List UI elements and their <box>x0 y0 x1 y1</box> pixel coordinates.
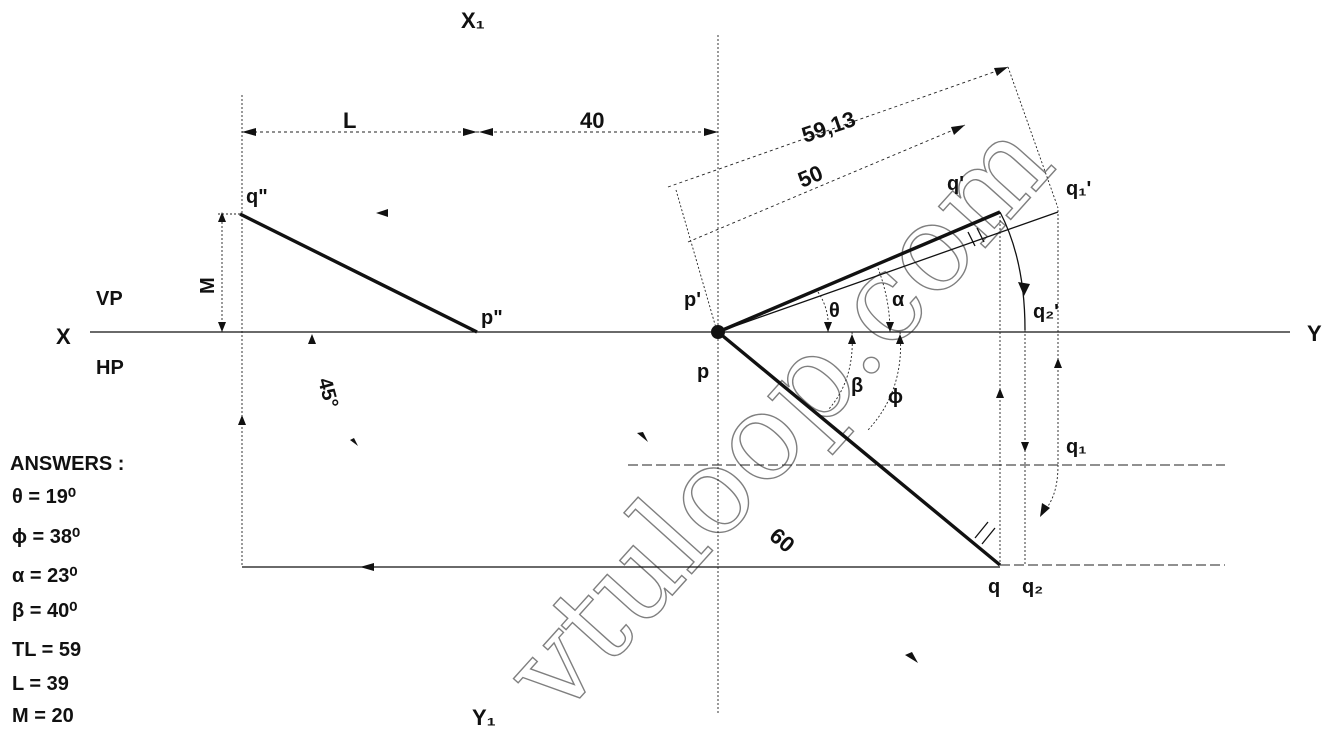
m-arrow-down <box>218 322 226 332</box>
lower-dim-arrow <box>360 563 374 571</box>
front-view-true-length <box>717 210 1001 334</box>
dim-label-m: M <box>197 277 219 294</box>
answer-alpha: α = 23⁰ <box>12 565 77 587</box>
answer-m: M = 20 <box>12 705 74 727</box>
alpha-arrow <box>886 322 894 332</box>
l-arrow-left <box>242 128 256 136</box>
label-q1-top: q₁ <box>1066 436 1087 458</box>
label-hp: HP <box>96 357 124 379</box>
q2-projector-arrow <box>1021 442 1029 452</box>
theta-arrow <box>824 322 832 332</box>
dim-59-line <box>667 66 1009 188</box>
dim-50-arrow-end <box>951 125 965 135</box>
phi-arc <box>867 331 902 431</box>
label-q2-top: q₂ <box>1022 576 1043 598</box>
answer-theta: θ = 19⁰ <box>12 486 76 508</box>
point-p <box>711 325 725 339</box>
label-q-side: q" <box>246 186 268 208</box>
l-arrow-right <box>463 128 477 136</box>
watermark: vtuloop.com <box>478 93 1080 730</box>
q1-projector-arrow <box>1054 358 1062 368</box>
answer-beta: β = 40⁰ <box>12 600 77 622</box>
q-projector-arrow <box>996 388 1004 398</box>
label-y1: Y₁ <box>472 705 496 730</box>
label-phi: ϕ <box>888 386 903 408</box>
dim-59-arrow-end <box>994 67 1008 76</box>
front-view-apparent-line <box>717 211 1059 333</box>
label-x1: X₁ <box>461 8 485 33</box>
top-view-true-length <box>716 330 1002 567</box>
label-q2-front: q₂' <box>1033 301 1059 323</box>
label-q-front: q' <box>947 173 964 195</box>
label-x: X <box>56 324 71 349</box>
label-y: Y <box>1307 321 1322 346</box>
forty-arrow-right <box>704 128 718 136</box>
forty-arrow-left <box>479 128 493 136</box>
label-p-front: p' <box>684 289 701 311</box>
m-arrow-up <box>218 212 226 222</box>
label-q1-front: q₁' <box>1066 178 1091 200</box>
side-view-line <box>239 212 478 334</box>
dim-label-59-13: 59,13 <box>798 106 858 148</box>
double-tick-front-a <box>967 231 976 247</box>
stray-arrow-4 <box>905 652 918 663</box>
label-vp: VP <box>96 288 123 310</box>
angle-45-arrow <box>308 334 316 344</box>
answers-heading: ANSWERS : <box>10 453 124 475</box>
beta-arrow <box>848 334 856 344</box>
answer-l: L = 39 <box>12 673 69 695</box>
dim-50-line <box>687 124 966 243</box>
front-swing-arc <box>999 211 1026 331</box>
label-beta: β <box>851 375 863 397</box>
label-p-side: p" <box>481 307 503 329</box>
side-projector-arrow <box>238 415 246 425</box>
stray-arrow-2 <box>350 438 358 446</box>
label-alpha: α <box>892 289 905 311</box>
label-q-top: q <box>988 576 1000 598</box>
label-p-top: p <box>697 361 709 383</box>
label-angle-45: 45° <box>313 376 342 411</box>
answer-phi: ϕ = 38⁰ <box>12 526 80 548</box>
phi-arrow <box>896 334 904 344</box>
double-tick-top-a <box>974 521 989 539</box>
answer-tl: TL = 59 <box>12 639 81 661</box>
theta-arc <box>817 291 829 333</box>
double-tick-top-b <box>981 527 996 545</box>
label-theta: θ <box>829 300 840 322</box>
double-tick-front-b <box>976 227 985 243</box>
stray-arrow-3 <box>637 432 648 442</box>
dim-label-40: 40 <box>580 108 604 133</box>
stray-arrow-1 <box>376 209 388 217</box>
top-arc-arrow <box>1040 503 1050 517</box>
top-swing-arc <box>1039 464 1059 516</box>
dim-label-50: 50 <box>794 160 826 193</box>
dim-59-extension-right <box>1007 66 1059 209</box>
front-arc-arrow <box>1018 282 1030 296</box>
dim-label-l: L <box>343 108 356 133</box>
alpha-arc <box>877 267 891 333</box>
